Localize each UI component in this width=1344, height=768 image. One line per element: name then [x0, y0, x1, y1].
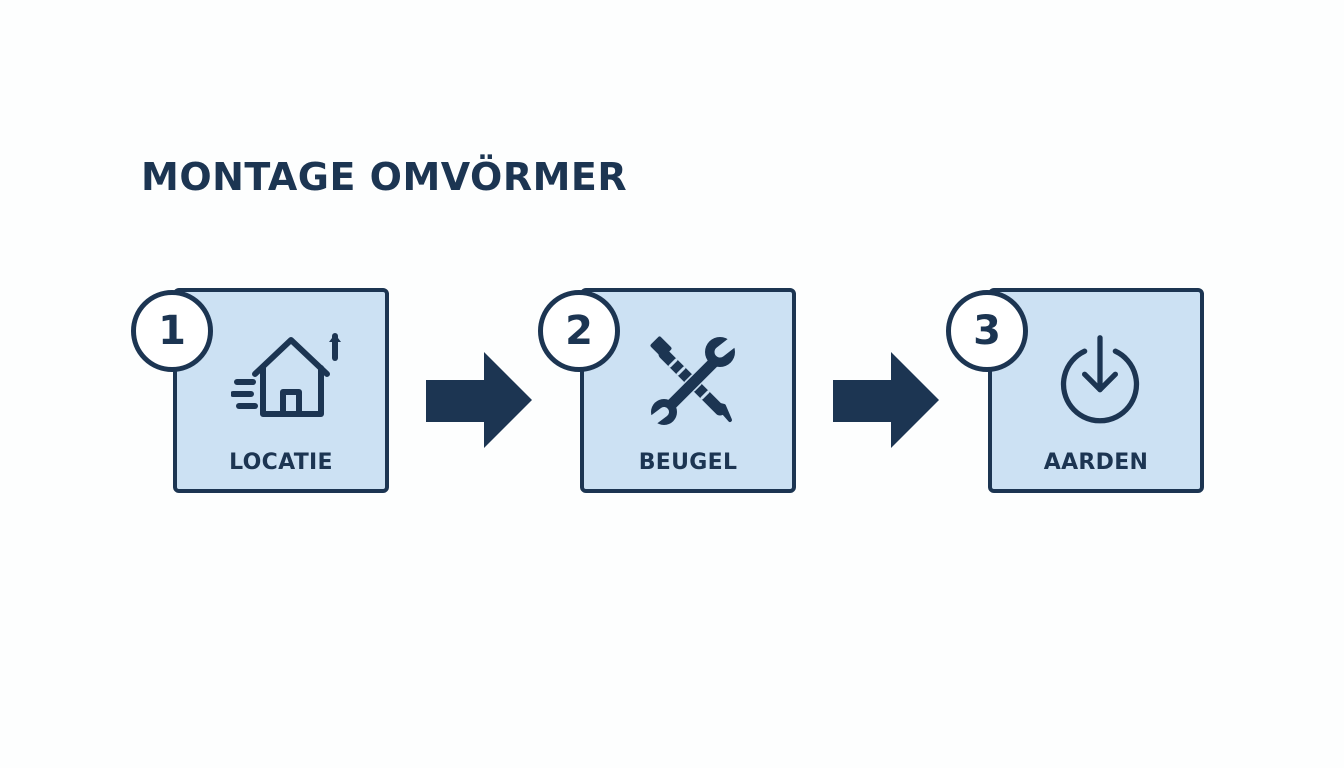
arrow-right-icon	[833, 352, 939, 448]
step-2-box: BEUGEL	[580, 288, 796, 493]
step-1-label: LOCATIE	[229, 450, 333, 475]
house-icon	[231, 333, 341, 417]
step-2-label: BEUGEL	[638, 450, 738, 475]
diagram-title: MONTAGE OMVÖRMER	[141, 155, 628, 199]
step-1-box: LOCATIE	[173, 288, 389, 493]
ground-download-icon	[1060, 335, 1140, 424]
step-3-label: AARDEN	[1043, 450, 1149, 475]
wrench-screw-icon	[643, 332, 742, 428]
step-3-badge: 3	[946, 290, 1028, 372]
step-1-badge: 1	[131, 290, 213, 372]
step-2-badge: 2	[538, 290, 620, 372]
arrow-right-icon	[426, 352, 532, 448]
